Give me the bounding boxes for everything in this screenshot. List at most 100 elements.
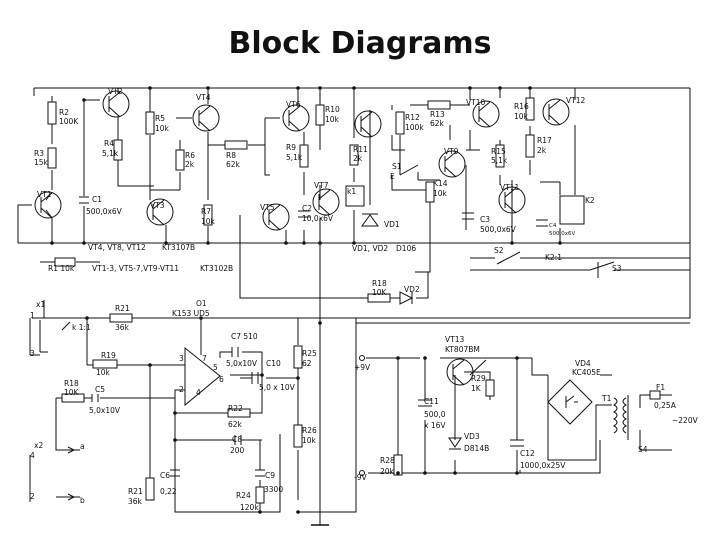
r6-label: R6 — [185, 151, 195, 160]
vt7-label: VT7 — [314, 181, 329, 190]
c4-label: C4 — [549, 223, 557, 229]
r9-value: 5,1k — [286, 153, 303, 162]
r19-label: R18 — [64, 379, 79, 388]
note-vt-list2: VT1-3, VT5-7,VT9-VT11 — [92, 264, 179, 273]
c3-value: 500,0x6V — [480, 225, 517, 234]
r13-value: 62k — [430, 119, 445, 128]
r7-value: 10k — [201, 217, 216, 226]
r14-label: K14 — [433, 179, 448, 188]
r16-label: R16 — [514, 102, 529, 111]
pin-b-label: b — [80, 496, 85, 505]
c6-value: 0,22 — [160, 487, 177, 496]
c1-value: 500,0x6V — [86, 207, 123, 216]
c11-value: 500,0 — [424, 410, 446, 419]
x2-label: x2 — [34, 441, 43, 450]
power-supply-wiring — [366, 357, 672, 474]
opamp-section-labels: x1 1 3 k 1:1 R21 36k O1 K153 UD5 R19 10k… — [30, 299, 371, 512]
r25-value: 120k — [240, 503, 259, 512]
vd3-label: VD3 — [464, 432, 480, 441]
r11-label: R11 — [353, 145, 368, 154]
r14-value: 10k — [433, 189, 448, 198]
resistor-symbols-upper — [47, 97, 615, 305]
c8-value: 200 — [230, 446, 245, 455]
vt6-label: VT6 — [286, 100, 301, 109]
c7-value: 5,0x10V — [226, 359, 258, 368]
r25-label: R24 — [236, 491, 251, 500]
vt13-label: VT13 — [445, 335, 464, 344]
r19-value: 10K — [64, 388, 80, 397]
c12-label: C12 — [520, 449, 535, 458]
c9-label: C9 — [265, 471, 275, 480]
r2-value: 100K — [59, 117, 79, 126]
r24-value: 62k — [228, 420, 243, 429]
r2-label: R2 — [59, 108, 69, 117]
c5-value: 5,0x10V — [89, 406, 121, 415]
r27-value: 10k — [302, 436, 317, 445]
r5-value: 10k — [155, 124, 170, 133]
vt9-label: VT9 — [444, 147, 459, 156]
r9-label: R9 — [286, 143, 296, 152]
vt1-label: VT1 — [37, 190, 52, 199]
k2-label: K2 — [585, 196, 595, 205]
opamp-pin2: 2 — [179, 385, 184, 394]
o1-label: O1 — [196, 299, 207, 308]
pin2-label: 2 — [30, 492, 35, 501]
slide-title: Block Diagrams — [228, 26, 492, 61]
vt2-label: VT2 — [108, 87, 123, 96]
pin-a-label: a — [80, 442, 85, 451]
k21-label: K2:1 — [545, 253, 562, 262]
c8-label: C8 — [232, 435, 242, 444]
f1-label: F1 — [656, 383, 665, 392]
r15-value: 5,1k — [491, 156, 508, 165]
s3-label: S3 — [612, 264, 622, 273]
r17-value: 2k — [537, 146, 547, 155]
c10-label: C10 — [266, 359, 281, 368]
vt13-type: KT807BM — [445, 345, 480, 354]
opamp-pin6: 6 — [219, 375, 224, 384]
r16-value: 10k — [514, 112, 529, 121]
upper-component-labels: VT1 VT2 VT3 VT4 VT5 VT6 VT7 VT9 VT10 VT1… — [34, 87, 622, 297]
r12-value: 100k — [405, 123, 424, 132]
r17-label: R17 — [537, 136, 552, 145]
pin1-label: 1 — [30, 311, 35, 320]
r1-label: R1 10k — [48, 264, 75, 273]
junction-dots — [50, 86, 562, 514]
r21-value: 36k — [115, 323, 130, 332]
minus9-label: -9V — [354, 473, 367, 482]
x1-label: x1 — [36, 300, 45, 309]
r10-value: 10k — [325, 115, 340, 124]
r21-label: R21 — [115, 304, 130, 313]
vd3-type: D814B — [464, 444, 489, 453]
r26-value: 62 — [302, 359, 312, 368]
vt4-label: VT4 — [196, 93, 211, 102]
c11-label: C11 — [424, 397, 439, 406]
r10-label: R10 — [325, 105, 340, 114]
r11-value: 2k — [353, 154, 363, 163]
mains-label: ~220V — [672, 416, 699, 425]
opamp-pin7: 7 — [202, 354, 207, 363]
t1-label: T1 — [601, 394, 612, 403]
r3-label: R3 — [34, 149, 44, 158]
c5-label: C5 — [95, 385, 105, 394]
c12-value: 1000,0x25V — [520, 461, 566, 470]
note-vt-list1: VT4, VT8, VT12 — [88, 243, 146, 252]
r12-label: R12 — [405, 113, 420, 122]
note-kt3102: KT3102B — [200, 264, 233, 273]
vt3-label: VT3 — [150, 201, 165, 210]
c9-value: 3300 — [264, 485, 283, 494]
r27-label: R26 — [302, 426, 317, 435]
c3-label: C3 — [480, 215, 490, 224]
r26-label: R25 — [302, 349, 317, 358]
c7-label: C7 510 — [231, 332, 258, 341]
vd4-type: KC405E — [572, 368, 601, 377]
r4-label: R4 — [104, 139, 114, 148]
r13-label: R13 — [430, 110, 445, 119]
f1-value: 0,25A — [654, 401, 677, 410]
pin4-label: 4 — [30, 451, 35, 460]
r18-value: 10K — [372, 288, 388, 297]
r8-value: 62k — [226, 160, 241, 169]
r7-label: R7 — [201, 207, 211, 216]
s4-label: S4 — [638, 445, 648, 454]
c11-value2: x 16V — [424, 421, 446, 430]
